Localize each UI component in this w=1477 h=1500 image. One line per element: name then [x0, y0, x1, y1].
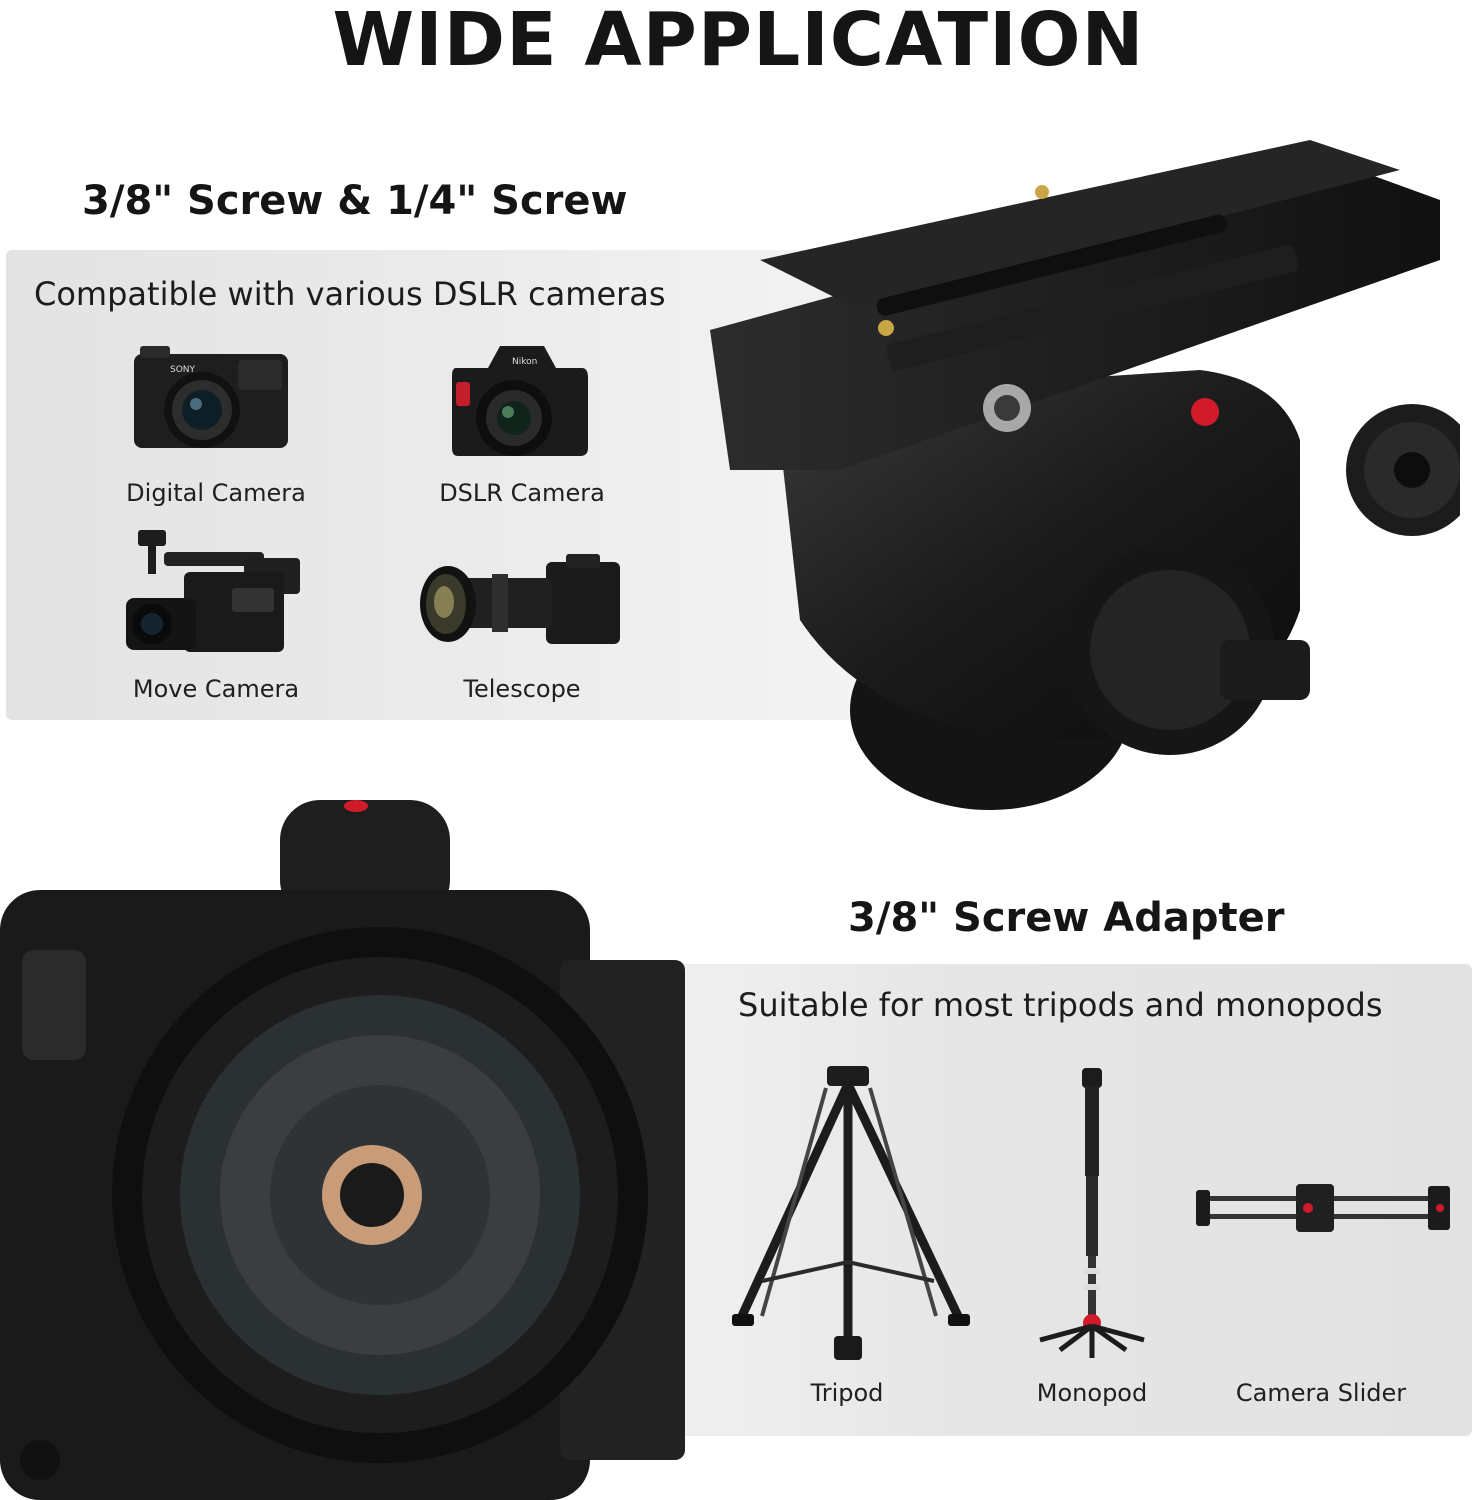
- item-label-digital-camera: Digital Camera: [126, 479, 306, 507]
- camera-slider-icon: [1196, 1178, 1450, 1248]
- monopod-icon: [1036, 1068, 1148, 1360]
- item-label-telescope: Telescope: [463, 675, 581, 703]
- tripod-icon: [722, 1066, 972, 1362]
- telephoto-camera-icon: [416, 552, 624, 648]
- item-label-dslr-camera: DSLR Camera: [439, 479, 605, 507]
- item-label-move-camera: Move Camera: [132, 675, 300, 703]
- fluid-head-image: [700, 140, 1460, 830]
- top-section-subtitle: Compatible with various DSLR cameras: [34, 275, 666, 313]
- item-label-monopod: Monopod: [1036, 1379, 1148, 1407]
- item-label-camera-slider: Camera Slider: [1235, 1379, 1407, 1407]
- bottom-section-heading: 3/8" Screw Adapter: [848, 895, 1285, 941]
- svg-text:SONY: SONY: [170, 365, 196, 375]
- fluid-head-underside-image: [0, 800, 690, 1500]
- video-camcorder-icon: [124, 528, 304, 664]
- svg-text:Nikon: Nikon: [512, 357, 537, 367]
- top-section-heading: 3/8" Screw & 1/4" Screw: [82, 178, 628, 224]
- item-label-tripod: Tripod: [810, 1379, 884, 1407]
- dslr-camera-icon: Nikon: [448, 338, 590, 468]
- page-title: WIDE APPLICATION: [332, 0, 1145, 83]
- mirrorless-camera-icon: SONY: [130, 340, 292, 452]
- bottom-section-subtitle: Suitable for most tripods and monopods: [738, 986, 1383, 1024]
